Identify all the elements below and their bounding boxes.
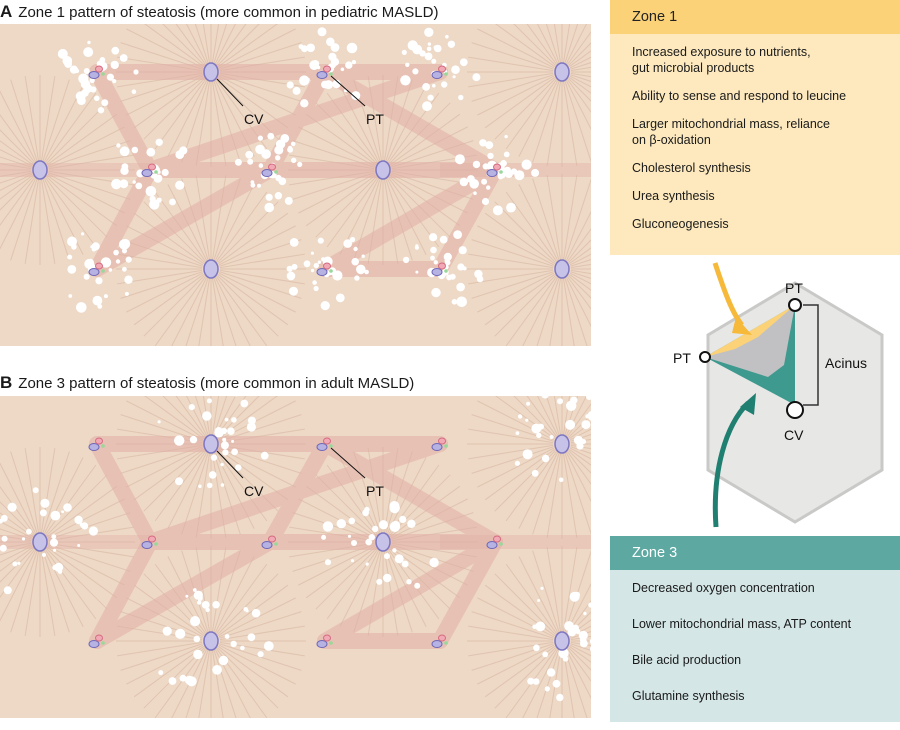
panel-a-title: A Zone 1 pattern of steatosis (more commo… [0,2,438,22]
pt-callout-label: PT [366,483,384,499]
portal-tract-top-marker [789,299,801,311]
zone1-item: Increased exposure to nutrients, gut mic… [632,44,888,76]
cv-callout-label: CV [244,483,264,499]
zone1-tissue-illustration: CV PT [0,24,591,346]
acinus-schematic: PT PT CV Acinus [640,255,900,542]
zone3-header: Zone 3 [610,536,900,570]
acinus-label: Acinus [825,355,867,371]
zone3-feature-box: Zone 3 Decreased oxygen concentration Lo… [610,536,900,722]
acinus-pt-top-label: PT [785,280,803,296]
zone3-tissue-svg: CV PT [0,396,591,718]
zone1-item: Gluconeogenesis [632,216,888,232]
acinus-pt-left-label: PT [673,350,691,366]
zone3-item: Lower mitochondrial mass, ATP content [632,616,888,632]
panel-a-letter: A [0,2,12,21]
panel-b-letter: B [0,373,12,392]
zone1-header: Zone 1 [610,0,900,34]
panel-a-title-text: Zone 1 pattern of steatosis (more common… [18,4,438,21]
panel-b-title-text: Zone 3 pattern of steatosis (more common… [18,375,414,392]
zone1-item: Urea synthesis [632,188,888,204]
panel-b-title: B Zone 3 pattern of steatosis (more commo… [0,373,414,393]
central-vein-marker [787,402,803,418]
zone3-item: Glutamine synthesis [632,688,888,704]
portal-tract-left-marker [700,352,710,362]
pt-callout-label: PT [366,111,384,127]
zone3-item: Bile acid production [632,652,888,668]
zone3-tissue-illustration: CV PT [0,396,591,718]
acinus-cv-label: CV [784,427,804,443]
zone3-item: Decreased oxygen concentration [632,580,888,596]
zone1-tissue-svg: CV PT [0,24,591,346]
cv-callout-label: CV [244,111,264,127]
zone1-feature-box: Zone 1 Increased exposure to nutrients, … [610,0,900,255]
zone1-item: Larger mitochondrial mass, reliance on β… [632,116,888,148]
zone1-item: Ability to sense and respond to leucine [632,88,888,104]
zone1-item: Cholesterol synthesis [632,160,888,176]
zone1-arrow [715,263,742,325]
